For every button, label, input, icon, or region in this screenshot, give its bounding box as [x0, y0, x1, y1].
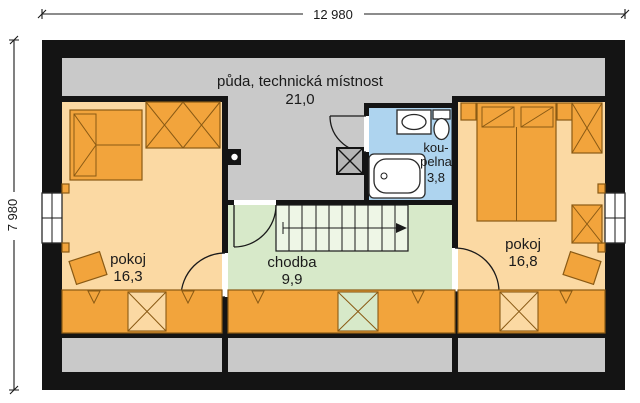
hallway-area: 9,9	[282, 271, 303, 288]
chimney-icon	[336, 147, 364, 175]
windows	[41, 183, 626, 253]
nightstand-left-icon	[460, 102, 477, 121]
attic-room-label: půda, technická místnost	[217, 73, 384, 90]
wardrobe-left-icon	[145, 101, 221, 149]
stair-direction-line	[282, 222, 396, 234]
hallway-door-icon	[233, 204, 277, 248]
staircase	[275, 204, 409, 252]
room-left-label: pokoj	[110, 251, 146, 268]
left-dimension-line: 7 980	[5, 35, 20, 395]
room-left-area: 16,3	[113, 268, 142, 285]
hallway-door-opening	[234, 200, 276, 205]
room-right-furniture	[457, 102, 606, 334]
attic-room-area: 21,0	[285, 91, 314, 108]
room-right-label: pokoj	[505, 236, 541, 253]
wall-duct-icon	[228, 149, 241, 165]
bathroom-label-line2: pelna	[420, 154, 453, 169]
chair-right-icon	[562, 250, 602, 286]
chair-left-icon	[68, 250, 108, 286]
hallway-label: chodba	[267, 254, 317, 271]
left-dimension-label: 7 980	[5, 199, 20, 232]
bathroom-label-line1: kou-	[423, 140, 448, 155]
room-right-area: 16,8	[508, 253, 537, 270]
toilet-icon	[432, 109, 451, 120]
nightstand-right-icon	[556, 102, 573, 121]
bathroom-door-opening	[364, 116, 369, 152]
top-dimension-label: 12 980	[313, 7, 353, 22]
room-left-furniture	[61, 101, 223, 334]
room-labels: půda, technická místnost 21,0 pokoj 16,3…	[110, 73, 541, 288]
room-right-door-opening	[452, 248, 458, 292]
stair-direction-arrow-icon	[396, 223, 407, 233]
room-left-door-opening	[222, 253, 228, 297]
bathroom-fixtures	[368, 109, 451, 199]
bathroom-area: 3,8	[427, 170, 445, 185]
top-dimension-line: 12 980	[37, 7, 630, 22]
hallway-furniture	[227, 289, 456, 334]
